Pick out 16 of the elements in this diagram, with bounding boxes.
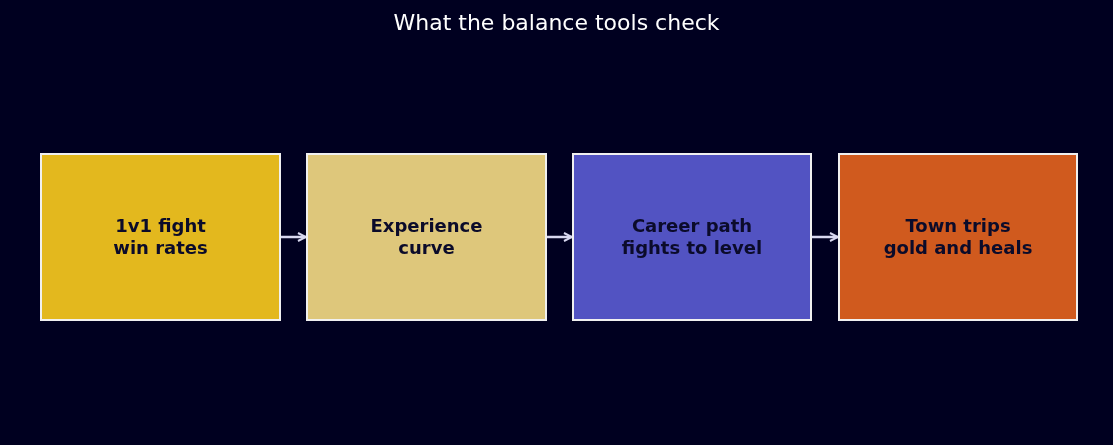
- box-label: Experience: [370, 215, 483, 237]
- box-label: 1v1 fight: [115, 215, 206, 237]
- box-label: fights to level: [621, 237, 763, 259]
- box-label: gold and heals: [883, 237, 1033, 259]
- box-label: win rates: [113, 237, 208, 259]
- process-box: [572, 153, 812, 321]
- diagram-title: What the balance tools check: [392, 10, 721, 35]
- process-box: [306, 153, 547, 321]
- arrow: [812, 232, 839, 242]
- process-box: [40, 153, 281, 321]
- box-label: Town trips: [905, 215, 1011, 237]
- arrow: [281, 232, 307, 242]
- arrow: [547, 232, 573, 242]
- box-label: Career path: [631, 215, 753, 237]
- box-label: curve: [398, 237, 455, 259]
- process-box: [838, 153, 1078, 321]
